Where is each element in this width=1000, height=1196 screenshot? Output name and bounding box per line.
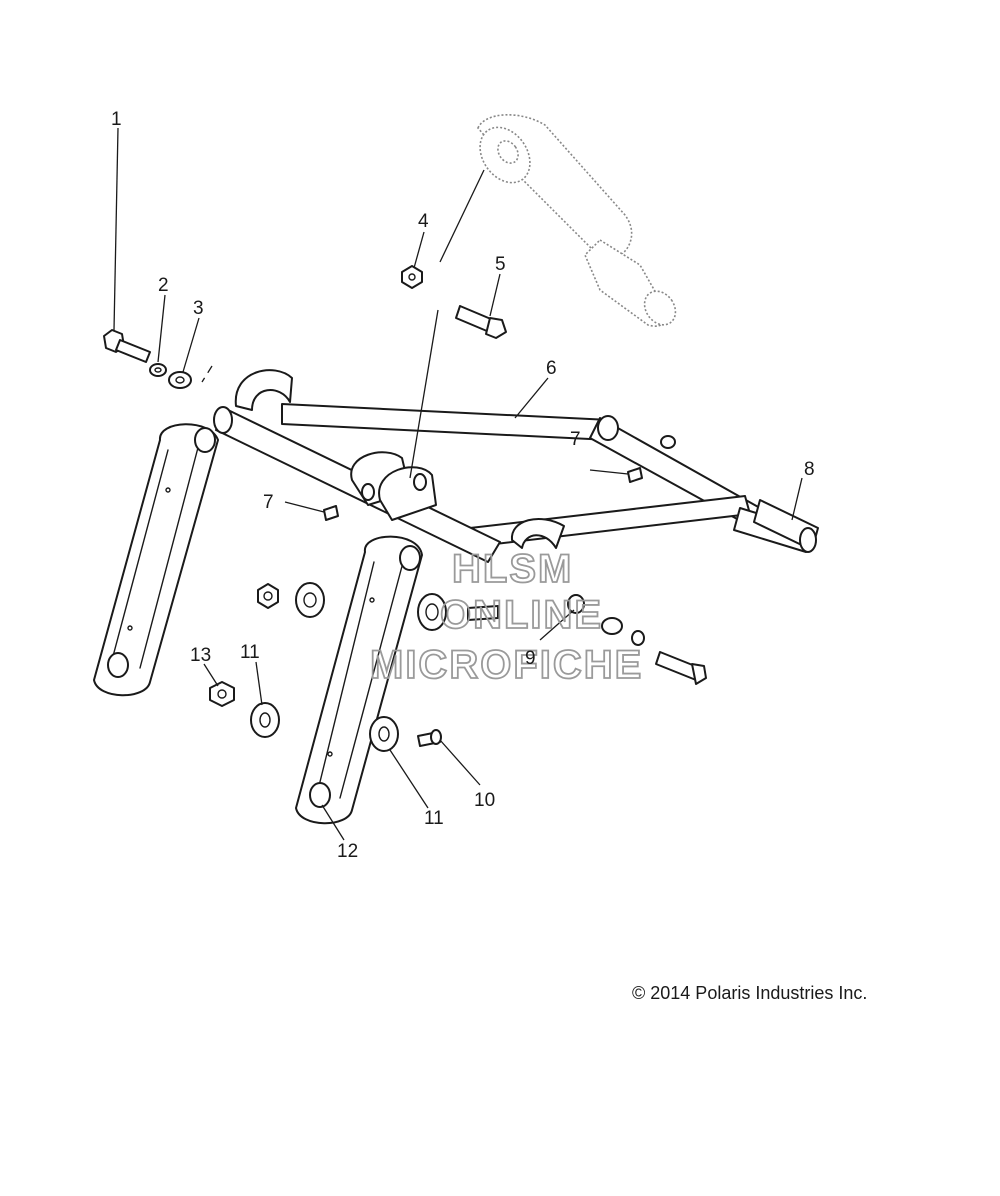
pivot-arm [213,369,819,563]
callout-labels: 1 2 3 4 5 6 7 7 8 9 10 11 11 12 13 [111,109,815,862]
callout-11b: 11 [424,808,444,829]
callout-7a: 7 [570,429,581,450]
watermark-line-1: HLSM [452,547,573,591]
callout-2: 2 [158,275,169,296]
watermark: HLSM ONLINE MICROFICHE [369,546,643,688]
callout-10: 10 [474,790,495,811]
shock-absorber-ghost [477,114,677,327]
hardware [103,265,707,752]
watermark-line-2: ONLINE [440,593,603,637]
right-link-arm [295,535,423,825]
callout-9: 9 [525,648,536,669]
callout-12: 12 [337,841,358,862]
watermark-line-3: MICROFICHE [370,643,643,687]
callout-13: 13 [190,645,211,666]
callout-11a: 11 [240,642,260,663]
left-link-arm [93,423,219,697]
callout-5: 5 [495,254,506,275]
callout-6: 6 [546,358,557,379]
callout-4: 4 [418,211,429,232]
callout-7b: 7 [263,492,274,513]
callout-3: 3 [193,298,204,319]
leader-lines [113,127,803,841]
callout-8: 8 [804,459,815,480]
copyright-notice: © 2014 Polaris Industries Inc. [632,983,868,1003]
callout-1: 1 [111,109,122,130]
